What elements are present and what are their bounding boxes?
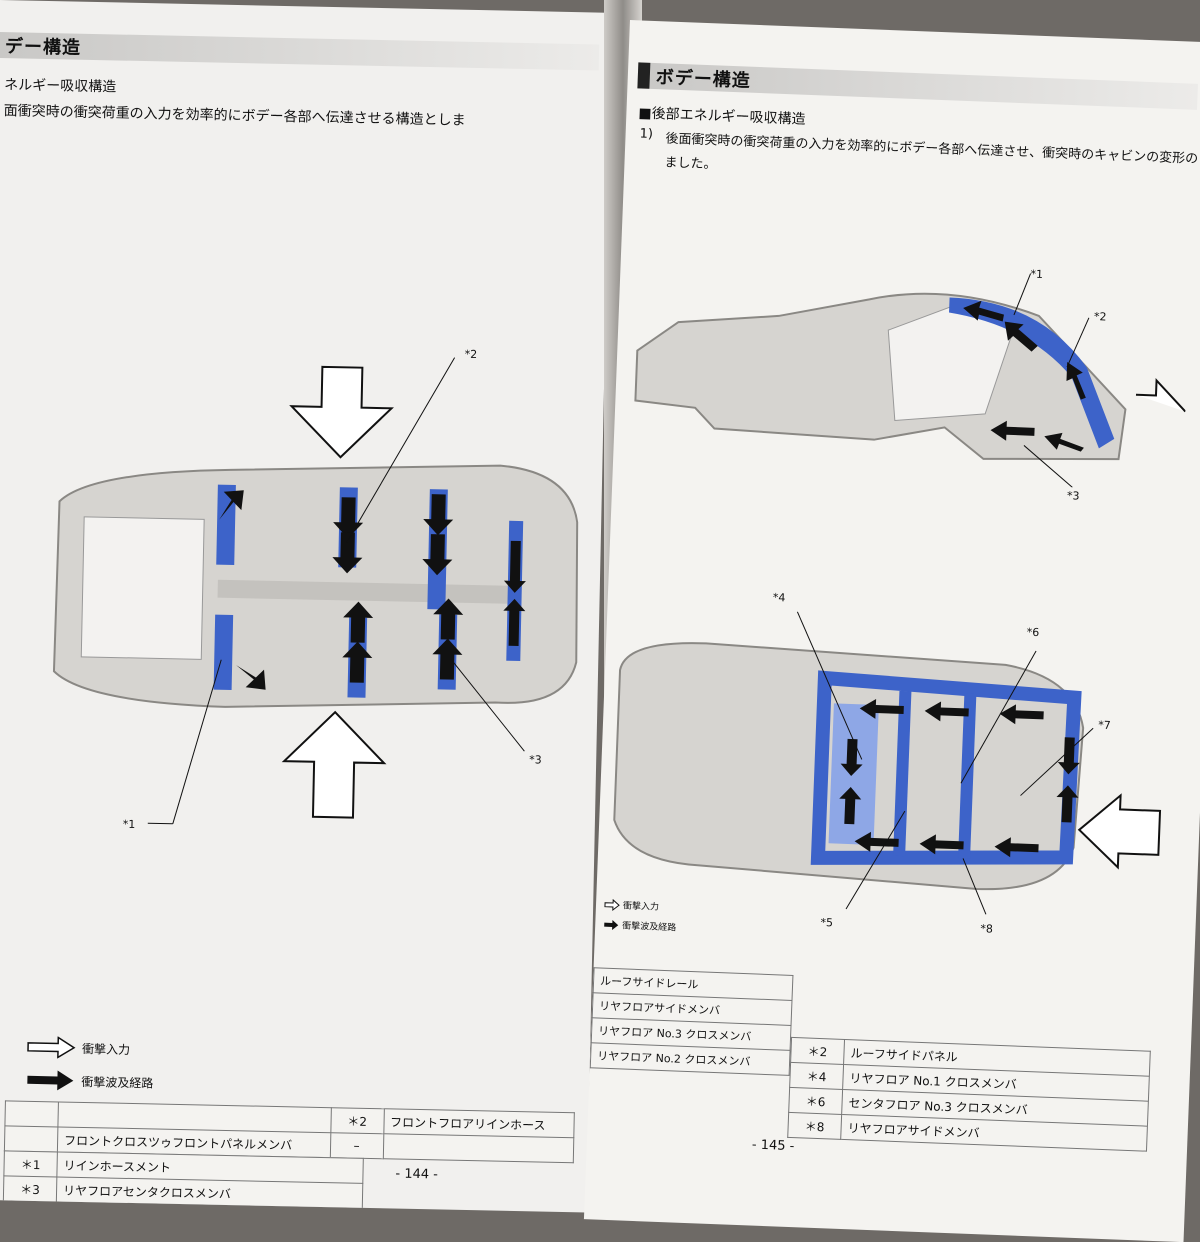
hollow-arrow-icon	[604, 898, 620, 911]
right-legend-path: 衝撃波及経路	[603, 918, 677, 934]
left-parts-table-lower: ＊1 リインホースメント ＊3 リヤフロアセンタクロスメンバ	[2, 1150, 364, 1209]
left-page-title: デー構造	[4, 36, 82, 59]
left-description: 面衝突時の衝突荷重の入力を効率的にボデー各部へ伝達させる構造としま	[3, 103, 466, 129]
left-legend-path: 衝撃波及経路	[25, 1069, 154, 1094]
left-callout-3: *3	[529, 753, 542, 767]
left-callout-2: *2	[464, 347, 478, 362]
underbody-blue-frame	[810, 670, 1082, 865]
right-callout-4: *4	[772, 590, 786, 605]
right-callout-3: *3	[1066, 489, 1080, 503]
right-item-marker: 1)	[639, 126, 654, 142]
right-callout-2: *2	[1093, 310, 1107, 324]
right-callout-5: *5	[820, 915, 834, 930]
right-legend-path-label: 衝撃波及経路	[622, 921, 677, 934]
right-description-line1: 後面衝突時の衝突荷重の入力を効率的にボデー各部へ伝達させ、衝突時のキャビンの変形…	[665, 131, 1199, 167]
right-section-heading: ■後部エネルギー吸収構造	[638, 105, 806, 128]
hollow-arrow-icon	[27, 1036, 76, 1059]
right-title-band: ボデー構造	[637, 62, 1198, 110]
member-blue-2	[213, 614, 234, 691]
right-legend-input-label: 衝撃入力	[622, 901, 660, 913]
side-impact-arrows	[963, 300, 1086, 452]
right-page: ボデー構造 ■後部エネルギー吸収構造 1) 後面衝突時の衝突荷重の入力を効率的に…	[583, 20, 1200, 1242]
right-callout-6: *6	[1026, 625, 1040, 640]
floor-panel-blue	[828, 703, 879, 845]
side-impact-input-arrow	[1135, 378, 1187, 413]
underbody-impact-input-arrow	[1077, 793, 1162, 870]
right-description-line2: ました。	[664, 155, 717, 173]
left-callout-1: *1	[122, 817, 136, 832]
right-underbody-figure	[613, 611, 1162, 915]
solid-arrow-icon	[604, 919, 619, 930]
right-page-title: ボデー構造	[655, 67, 752, 92]
impact-input-arrow-bottom	[281, 710, 387, 819]
left-legend-input: 衝撃入力	[26, 1036, 130, 1060]
right-legend-input: 衝撃入力	[604, 898, 659, 913]
right-callout-8: *8	[980, 922, 994, 936]
right-side-body-figure	[634, 273, 1187, 488]
side-window-opening	[887, 306, 1015, 421]
impact-path-arrows	[219, 490, 526, 690]
engine-bay-opening	[80, 516, 205, 660]
left-car-underbody-figure	[52, 357, 579, 825]
title-mark	[637, 62, 651, 89]
solid-arrow-icon	[27, 1070, 74, 1091]
right-page-number: - 145 -	[751, 1137, 795, 1155]
right-parts-table-left: ルーフサイドレール リヤフロアサイドメンバ リヤフロア No.3 クロスメンバ …	[589, 967, 794, 1076]
left-title-band: デー構造	[0, 31, 600, 71]
right-callout-7: *7	[1098, 718, 1112, 732]
left-page: デー構造 ネルギー吸収構造 面衝突時の衝突荷重の入力を効率的にボデー各部へ伝達さ…	[0, 0, 612, 1213]
cross-member-rear	[958, 693, 977, 859]
impact-input-arrow-top	[289, 365, 394, 459]
legend-path-label: 衝撃波及経路	[81, 1074, 154, 1090]
legend-input-label: 衝撃入力	[81, 1041, 131, 1057]
cross-member-center	[893, 690, 912, 857]
left-section-heading: ネルギー吸収構造	[4, 77, 117, 96]
right-callout-1: *1	[1030, 267, 1044, 282]
left-page-number: - 144 -	[395, 1166, 439, 1183]
